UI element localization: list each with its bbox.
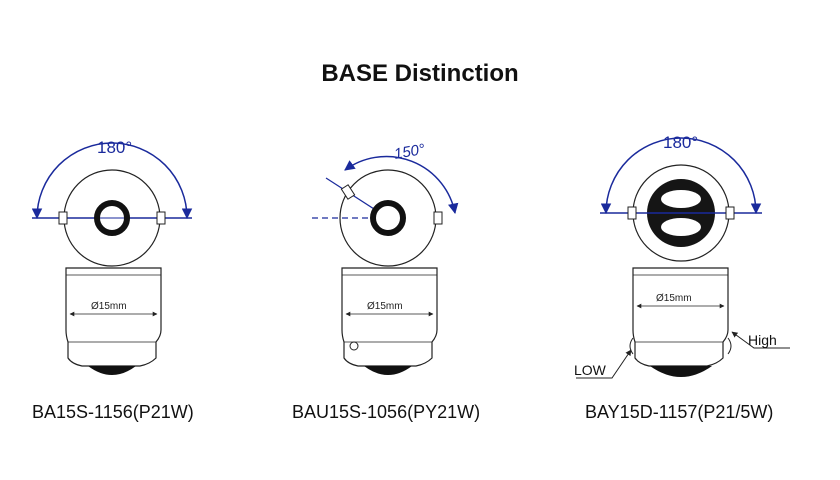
bulb-2-angle-label: 150°	[393, 141, 427, 163]
bulb-3-name: BAY15D-1157(P21/5W)	[585, 402, 773, 422]
bulb-3-side-view	[576, 267, 790, 379]
bulb-2-top-view	[312, 155, 459, 267]
bulb-1-pin-left	[58, 211, 68, 225]
bulb-1-angle-label: 180°	[97, 138, 132, 157]
bulb-2-diameter-label: Ø15mm	[367, 301, 403, 312]
bulb-bau15s: 150° Ø15mm BAU15S-1056(PY21W)	[292, 141, 480, 422]
bulb-3-diameter-label: Ø15mm	[656, 293, 692, 304]
bulb-3-high-pointer	[731, 331, 790, 349]
bulb-1-side-view	[65, 267, 162, 375]
bulb-bay15d: 180° Ø15mm LOW High BAY15D-1157(P21/5W)	[574, 133, 790, 422]
bulb-3-low-label: LOW	[574, 362, 607, 378]
bulb-2-pin-side	[349, 341, 359, 351]
bulb-2-center-contact	[370, 200, 406, 236]
bulb-3-pin-left	[627, 206, 637, 220]
bulb-3-rotation-arc	[600, 137, 762, 215]
bulb-3-low-pointer	[576, 349, 632, 379]
bulb-ba15s: 180° Ø15mm BA15S-1156(P21W)	[31, 138, 194, 422]
bulb-3-angle-label: 180°	[663, 133, 698, 152]
bulb-3-pin-right	[725, 206, 735, 220]
bulb-1-diameter-label: Ø15mm	[91, 301, 127, 312]
bulb-2-solder-contact	[364, 366, 412, 375]
bulb-3-top-view	[600, 137, 762, 262]
bulb-3-high-label: High	[748, 332, 777, 348]
bulb-2-pin-offset	[340, 184, 356, 200]
diagram-title: BASE Distinction	[321, 60, 519, 87]
bulb-1-name: BA15S-1156(P21W)	[32, 402, 194, 422]
bulb-2-side-view	[341, 267, 438, 375]
bulb-2-pin-right	[433, 211, 443, 225]
bulb-2-rotation-arc	[344, 155, 459, 215]
bulb-2-name: BAU15S-1056(PY21W)	[292, 402, 480, 422]
bulb-1-solder-contact	[88, 366, 136, 375]
bulb-3-solder-contacts	[650, 366, 712, 377]
bulb-1-pin-right	[156, 211, 166, 225]
bulb-1-top-view	[31, 142, 193, 267]
bulb-1-rotation-arc	[31, 142, 193, 220]
